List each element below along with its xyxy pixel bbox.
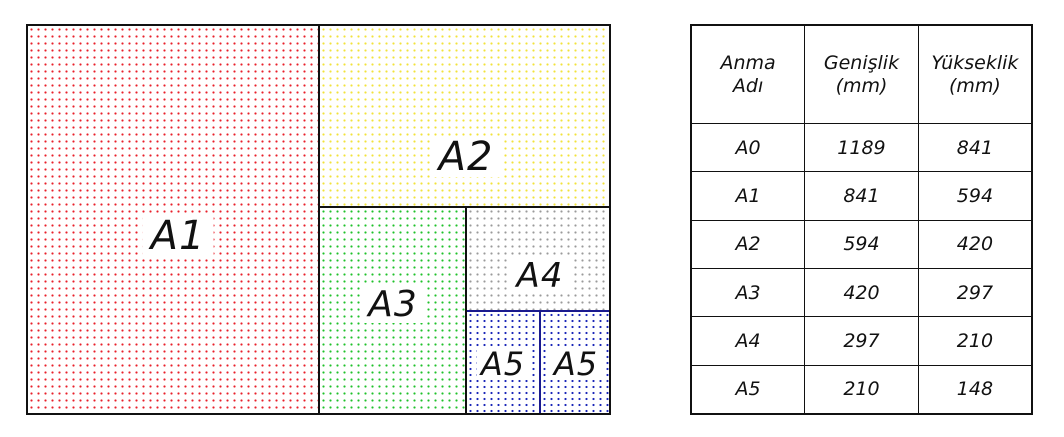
table-row: A5 210 148 — [690, 364, 1033, 415]
region-a4: A4 — [467, 206, 609, 310]
cell-height: 594 — [917, 171, 1033, 221]
region-a3: A3 — [320, 206, 467, 413]
paper-size-table: Anma Adı Genişlik (mm) Yükseklik (mm) A0… — [690, 24, 1033, 415]
cell-height: 148 — [917, 364, 1033, 415]
header-line: Genişlik — [823, 51, 900, 74]
cell-width: 1189 — [804, 122, 919, 173]
label-a2: A2 — [430, 137, 502, 177]
cell-width: 420 — [804, 267, 919, 318]
label-a4: A4 — [508, 259, 572, 293]
cell-size-name: A0 — [690, 122, 806, 173]
header-line: Adı — [732, 74, 764, 97]
table-header-row: Anma Adı Genişlik (mm) Yükseklik (mm) — [690, 24, 1033, 124]
cell-height: 420 — [917, 219, 1033, 269]
cell-width: 210 — [804, 364, 919, 415]
cell-size-name: A1 — [690, 171, 806, 221]
region-a2: A2 — [320, 26, 609, 206]
cell-height: 841 — [917, 122, 1033, 173]
cell-height: 210 — [917, 316, 1033, 366]
paper-size-diagram: A1 A2 A3 A4 A5 A5 — [26, 24, 611, 415]
table-row: A0 1189 841 — [690, 122, 1033, 173]
table-row: A3 420 297 — [690, 267, 1033, 318]
label-a5-left: A5 — [476, 348, 530, 380]
label-a5-right: A5 — [549, 348, 603, 380]
cell-height: 297 — [917, 267, 1033, 318]
header-line: (mm) — [948, 74, 1001, 97]
table-row: A1 841 594 — [690, 171, 1033, 221]
header-line: Yükseklik — [931, 51, 1019, 74]
header-genislik: Genişlik (mm) — [804, 24, 919, 124]
cell-size-name: A3 — [690, 267, 806, 318]
header-yukseklik: Yükseklik (mm) — [917, 24, 1033, 124]
label-a1: A1 — [142, 216, 214, 256]
cell-width: 841 — [804, 171, 919, 221]
table-row: A2 594 420 — [690, 219, 1033, 269]
cell-size-name: A5 — [690, 364, 806, 415]
region-a1: A1 — [28, 26, 320, 413]
cell-width: 297 — [804, 316, 919, 366]
header-line: Anma — [720, 51, 776, 74]
header-line: (mm) — [835, 74, 888, 97]
region-a5-right: A5 — [539, 310, 609, 413]
table-row: A4 297 210 — [690, 316, 1033, 366]
label-a3: A3 — [360, 287, 426, 323]
cell-size-name: A4 — [690, 316, 806, 366]
cell-size-name: A2 — [690, 219, 806, 269]
cell-width: 594 — [804, 219, 919, 269]
header-anma-adi: Anma Adı — [690, 24, 806, 124]
region-a5-left: A5 — [467, 310, 539, 413]
